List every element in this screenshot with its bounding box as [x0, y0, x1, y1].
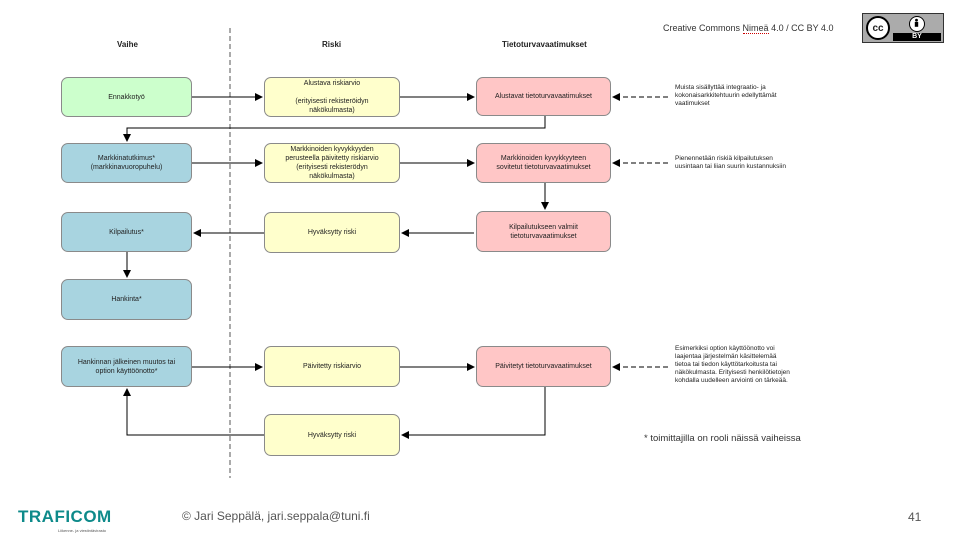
phase-box-preliminary: Ennakkotyö [61, 77, 192, 117]
copyright-text: © Jari Seppälä, jari.seppala@tuni.fi [182, 509, 370, 523]
license-suffix: 4.0 / CC BY 4.0 [771, 23, 834, 33]
security-box-label: Kilpailutukseen valmiit tietoturvavaatim… [509, 223, 578, 240]
note-reduce-risk: Pienennetään riskiä kilpailutuksen uusin… [675, 155, 786, 170]
license-text: Creative Commons Nimeä 4.0 / CC BY 4.0 [663, 23, 834, 34]
security-box-market-adjusted: Markkinoiden kyvykkyyteen sovitetut tiet… [476, 143, 611, 183]
risk-box-market-updated: Markkinoiden kyvykkyyden perusteella päi… [264, 143, 400, 183]
by-strip: BY [893, 33, 941, 41]
security-box-preliminary: Alustavat tietoturvavaatimukset [476, 77, 611, 116]
footnote: * toimittajilla on rooli näissä vaiheiss… [644, 433, 801, 444]
column-header-risk: Riski [322, 40, 342, 49]
note-integration: Muista sisällyttää integraatio- ja kokon… [675, 84, 777, 107]
traficom-logo: TRAFICOM [18, 507, 112, 527]
risk-box-updated: Päivitetty riskiarvio [264, 346, 400, 387]
attribution-icon [909, 16, 925, 32]
risk-box-label: Markkinoiden kyvykkyyden perusteella päi… [285, 146, 379, 180]
note-option-example: Esimerkiksi option käyttöönotto voi laaj… [675, 345, 790, 384]
phase-box-label: Hankinnan jälkeinen muutos tai option kä… [77, 358, 176, 375]
risk-box-label: Päivitetty riskiarvio [303, 363, 361, 370]
risk-box-accepted: Hyväksytty riski [264, 212, 400, 253]
phase-box-post-procurement-change: Hankinnan jälkeinen muutos tai option kä… [61, 346, 192, 387]
cc-icon: cc [866, 16, 890, 40]
phase-box-procurement: Hankinta* [61, 279, 192, 320]
security-box-label: Markkinoiden kyvykkyyteen sovitetut tiet… [496, 155, 591, 171]
security-box-updated: Päivitetyt tietoturvavaatimukset [476, 346, 611, 387]
phase-box-label: Markkinatutkimus* (markkinavuoropuhelu) [90, 155, 163, 171]
phase-box-label: Ennakkotyö [108, 93, 145, 101]
license-name: Nimeä [742, 23, 769, 34]
risk-box-label: Hyväksytty riski [307, 431, 357, 439]
security-box-label: Alustavat tietoturvavaatimukset [495, 93, 592, 100]
column-header-security: Tietoturvavaatimukset [502, 40, 587, 49]
phase-box-label: Hankinta* [111, 296, 142, 303]
by-label: BY [912, 33, 922, 40]
phase-box-market-research: Markkinatutkimus* (markkinavuoropuhelu) [61, 143, 192, 183]
cc-label: cc [872, 22, 884, 34]
phase-box-tendering: Kilpailutus* [61, 212, 192, 252]
risk-box-label: Alustava riskiarvio (erityisesti rekiste… [295, 80, 369, 114]
risk-box-label: Hyväksytty riski [307, 229, 357, 236]
license-prefix: Creative Commons [663, 23, 741, 33]
risk-box-preliminary: Alustava riskiarvio (erityisesti rekiste… [264, 77, 400, 117]
logo-text: TRAFICOM [18, 507, 112, 526]
security-box-tender-ready: Kilpailutukseen valmiit tietoturvavaatim… [476, 211, 611, 252]
risk-box-accepted-final: Hyväksytty riski [264, 414, 400, 456]
security-box-label: Päivitetyt tietoturvavaatimukset [495, 363, 592, 370]
column-header-phase: Vaihe [117, 40, 138, 49]
page-number: 41 [908, 510, 922, 524]
cc-by-badge: cc BY [862, 13, 944, 43]
logo-subtitle: Liikenne- ja viestintävirasto [58, 528, 107, 533]
phase-box-label: Kilpailutus* [109, 228, 144, 236]
